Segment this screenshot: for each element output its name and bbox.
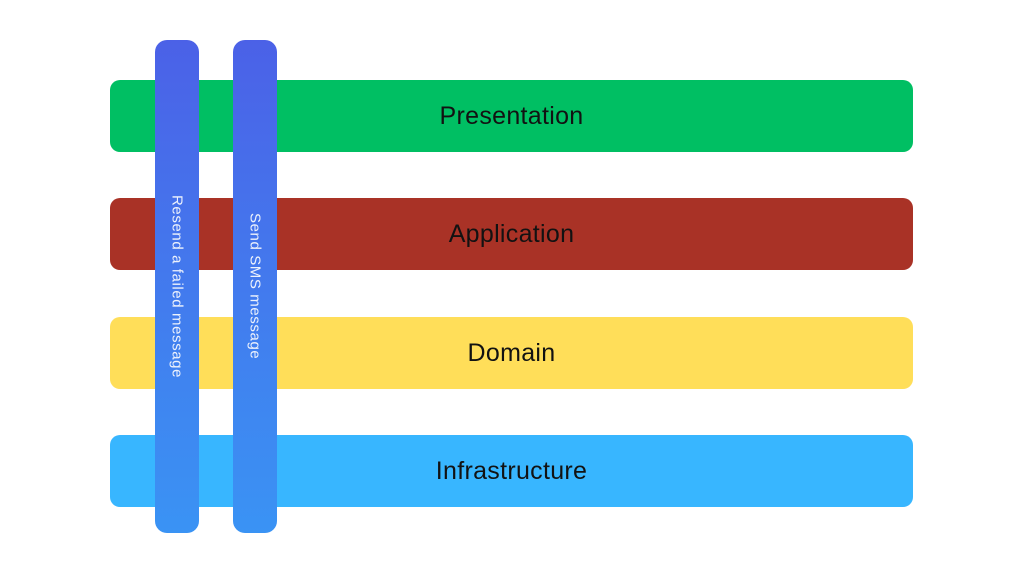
flow-send-sms-message-label: Send SMS message	[246, 213, 264, 360]
layer-application-label: Application	[448, 219, 575, 248]
layer-domain: Domain	[110, 317, 913, 389]
flow-resend-failed-message: Resend a failed message	[155, 40, 199, 533]
layer-application: Application	[110, 198, 913, 270]
layer-domain-label: Domain	[467, 338, 556, 367]
layer-presentation-label: Presentation	[439, 101, 584, 130]
layer-infrastructure: Infrastructure	[110, 435, 913, 507]
flow-resend-failed-message-label: Resend a failed message	[168, 194, 186, 379]
layer-infrastructure-label: Infrastructure	[435, 456, 588, 485]
flow-send-sms-message: Send SMS message	[233, 40, 277, 533]
layer-presentation: Presentation	[110, 80, 913, 152]
